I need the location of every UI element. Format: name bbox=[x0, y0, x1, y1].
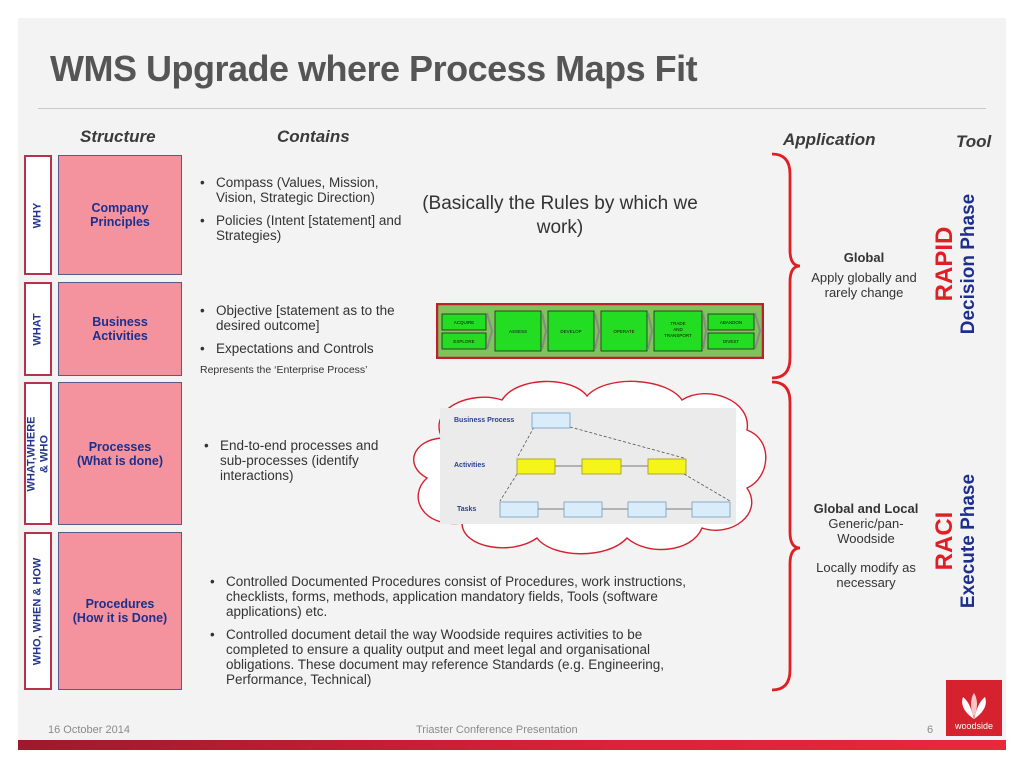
activity-box bbox=[516, 458, 556, 475]
side-tab-label: WHO, WHEN & HOW bbox=[31, 557, 44, 665]
side-tab-label: WHY bbox=[31, 202, 44, 228]
stage-box bbox=[707, 332, 755, 350]
chevron-arrow bbox=[647, 312, 654, 350]
tool-execute-phase: Execute Phase bbox=[958, 473, 979, 609]
list-item: Objective [statement as to the desired o… bbox=[196, 303, 402, 333]
contains-processes-list: End-to-end processes and sub-processes (… bbox=[200, 438, 408, 491]
side-tab-what-where-who: WHAT,WHERE & WHO bbox=[24, 382, 52, 525]
application-brackets bbox=[771, 152, 801, 692]
contains-activities-list: Objective [statement as to the desired o… bbox=[196, 303, 402, 364]
woodside-logo-text: woodside bbox=[954, 721, 994, 731]
diagram-label-tasks: Tasks bbox=[457, 506, 476, 513]
slide-title: WMS Upgrade where Process Maps Fit bbox=[50, 48, 698, 89]
list-item: Controlled document detail the way Woods… bbox=[206, 627, 688, 687]
process-cloud-diagram: Business Process Activities Tasks bbox=[413, 380, 767, 555]
task-box bbox=[499, 501, 539, 518]
structure-label: Processes (What is done) bbox=[76, 439, 164, 468]
stage-box bbox=[653, 310, 703, 352]
list-item: Expectations and Controls bbox=[196, 341, 402, 356]
chevron-arrow bbox=[702, 312, 708, 350]
chevron-arrow bbox=[486, 312, 494, 350]
title-divider bbox=[38, 108, 986, 109]
stage-label: ASSESS bbox=[509, 329, 527, 334]
structure-procedures: Procedures (How it is Done) bbox=[58, 532, 182, 690]
enterprise-process-note: Represents the ‘Enterprise Process’ bbox=[200, 364, 368, 376]
woodside-leaf-icon bbox=[962, 693, 986, 719]
side-tab-label: WHAT,WHERE & WHO bbox=[25, 416, 50, 491]
list-item: Policies (Intent [statement] and Strateg… bbox=[196, 213, 408, 243]
stage-label: DIVEST bbox=[723, 339, 740, 344]
application-local-note: Locally modify as necessary bbox=[816, 560, 916, 590]
application-local-title: Global and Local bbox=[813, 501, 919, 516]
bracket-global-local bbox=[771, 380, 801, 692]
diagram-label-business-process: Business Process bbox=[454, 417, 514, 424]
enterprise-process-diagram: ACQUIRE EXPLORE ASSESS DEVELOP OPERATE T… bbox=[436, 303, 764, 359]
rules-note: (Basically the Rules by which we work) bbox=[422, 193, 698, 238]
stage-label: OPERATE bbox=[613, 329, 634, 334]
side-tab-who-when-how: WHO, WHEN & HOW bbox=[24, 532, 52, 690]
application-global-title: Global bbox=[843, 250, 885, 265]
application-global-desc: Apply globally and rarely change bbox=[811, 270, 917, 300]
header-application: Application bbox=[783, 130, 876, 149]
chevron-arrow bbox=[594, 312, 601, 350]
activity-box bbox=[581, 458, 622, 475]
side-tab-what: WHAT bbox=[24, 282, 52, 376]
list-item: Compass (Values, Mission, Vision, Strate… bbox=[196, 175, 408, 205]
application-local-desc: Generic/pan-Woodside bbox=[828, 516, 904, 546]
tool-rapid: RAPID bbox=[931, 226, 958, 302]
structure-label: Procedures (How it is Done) bbox=[72, 597, 168, 625]
header-contains: Contains bbox=[277, 127, 350, 146]
chevron-arrow bbox=[754, 312, 762, 350]
stage-box bbox=[547, 310, 595, 352]
structure-label: Company Principles bbox=[90, 201, 150, 229]
stage-label-line1: TRADE bbox=[670, 321, 685, 326]
stage-label-line3: TRANSPORT bbox=[664, 333, 692, 338]
application-local: Global and Local Generic/pan-Woodside Lo… bbox=[804, 501, 928, 590]
structure-processes: Processes (What is done) bbox=[58, 382, 182, 525]
footer-page-number: 6 bbox=[927, 724, 934, 736]
structure-business-activities: Business Activities bbox=[58, 282, 182, 376]
footer-date: 16 October 2014 bbox=[48, 724, 130, 736]
stage-box bbox=[441, 332, 487, 350]
tool-raci-group: RACI Execute Phase bbox=[931, 466, 982, 616]
structure-company-principles: Company Principles bbox=[58, 155, 182, 275]
slide-background bbox=[18, 18, 1006, 740]
application-global: Global Apply globally and rarely change bbox=[806, 250, 922, 300]
tool-decision-phase: Decision Phase bbox=[958, 193, 979, 335]
side-tab-why: WHY bbox=[24, 155, 52, 275]
structure-label: Business Activities bbox=[92, 315, 148, 343]
stage-label: DEVELOP bbox=[560, 329, 581, 334]
contains-procedures-list: Controlled Documented Procedures consist… bbox=[206, 574, 688, 695]
activity-box bbox=[647, 458, 687, 475]
header-structure: Structure bbox=[80, 127, 156, 146]
diagram-label-activities: Activities bbox=[454, 462, 485, 469]
woodside-logo: woodside bbox=[946, 680, 1002, 736]
bracket-global bbox=[771, 152, 801, 380]
footer-bar bbox=[18, 740, 1006, 750]
connector-line bbox=[499, 473, 518, 502]
list-item: End-to-end processes and sub-processes (… bbox=[200, 438, 408, 483]
task-box bbox=[627, 501, 667, 518]
list-item: Controlled Documented Procedures consist… bbox=[206, 574, 688, 619]
connector-line bbox=[683, 473, 731, 502]
stage-label: ACQUIRE bbox=[454, 320, 475, 325]
stage-label: ABANDON bbox=[720, 320, 742, 325]
stage-label: EXPLORE bbox=[453, 339, 474, 344]
contains-principles-list: Compass (Values, Mission, Vision, Strate… bbox=[196, 175, 408, 251]
business-process-box bbox=[531, 412, 571, 429]
stage-box bbox=[494, 310, 542, 352]
tool-rapid-group: RAPID Decision Phase bbox=[931, 189, 982, 339]
connector-line bbox=[516, 426, 535, 459]
task-box bbox=[691, 501, 731, 518]
stage-box bbox=[600, 310, 648, 352]
stage-box bbox=[707, 313, 755, 331]
stage-label-line2: AND bbox=[673, 327, 683, 332]
chevron-arrow bbox=[541, 312, 548, 350]
stage-box bbox=[441, 313, 487, 331]
footer-center: Triaster Conference Presentation bbox=[416, 724, 578, 736]
side-tab-label: WHAT bbox=[31, 312, 44, 346]
header-tool: Tool bbox=[956, 132, 992, 151]
tool-raci: RACI bbox=[931, 511, 958, 571]
task-box bbox=[563, 501, 603, 518]
